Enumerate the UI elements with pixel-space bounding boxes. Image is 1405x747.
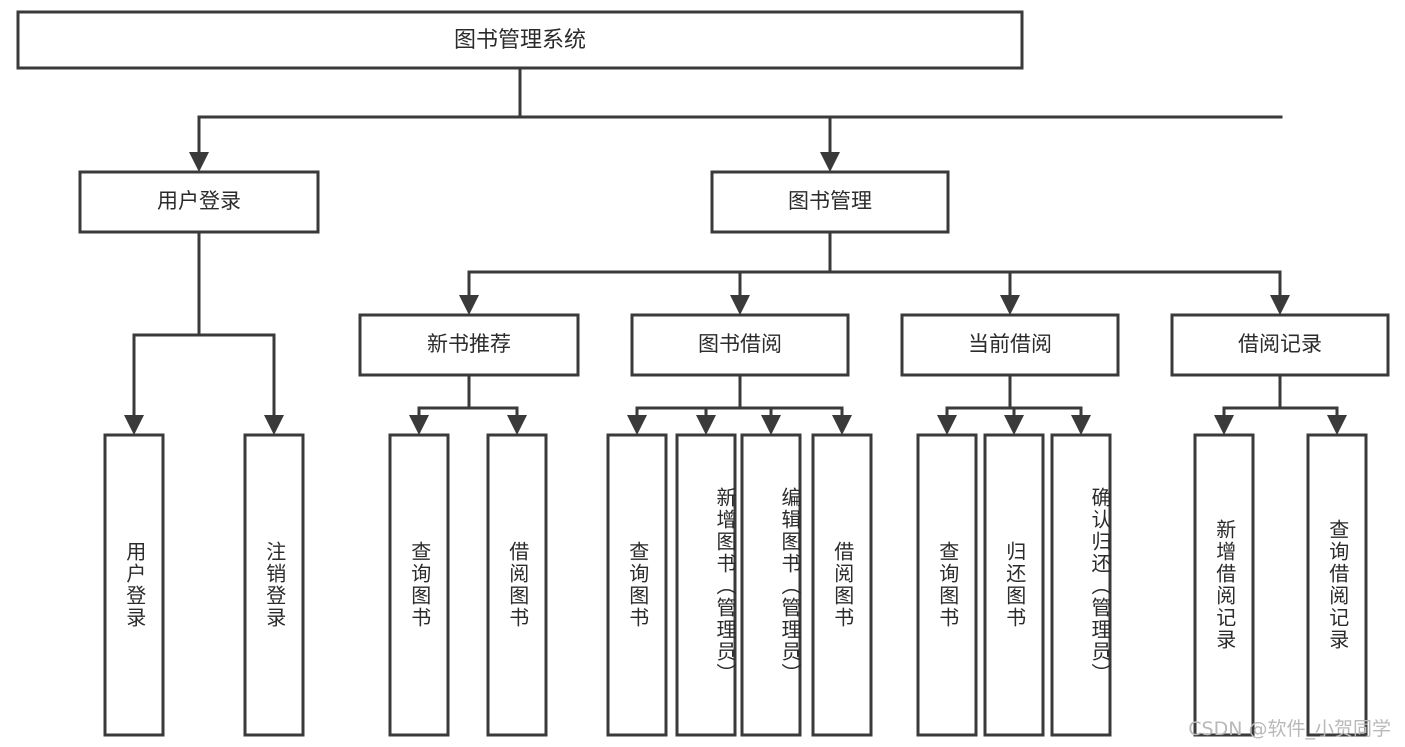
leaf-box-query-book-3[interactable]: [916, 433, 978, 737]
node-borrow-record-label: 借阅记录: [1238, 332, 1322, 356]
node-current-borrow[interactable]: [900, 313, 1120, 377]
connector-root-to-level2: [189, 66, 1283, 172]
node-book-manage-label: 图书管理: [788, 189, 872, 213]
connector-book-borrow-to-leaves: [627, 373, 852, 435]
node-user-login[interactable]: [78, 170, 320, 234]
node-current-borrow-label: 当前借阅: [968, 332, 1052, 356]
node-book-borrow[interactable]: [630, 313, 850, 377]
node-root[interactable]: [16, 10, 1024, 70]
node-book-manage[interactable]: [710, 170, 950, 234]
connector-borrow-record-to-leaves: [1214, 373, 1347, 435]
leaf-box-return-book[interactable]: [983, 433, 1045, 737]
leaf-box-user-login[interactable]: [103, 433, 165, 737]
node-book-borrow-label: 图书借阅: [698, 332, 782, 356]
csdn-watermark: CSDN @软件_小贺同学: [1188, 718, 1391, 740]
leaf-box-logout-login[interactable]: [243, 433, 305, 737]
connector-user-login-to-leaves: [124, 230, 284, 435]
leaf-box-query-record[interactable]: [1306, 433, 1368, 737]
node-root-label: 图书管理系统: [454, 28, 586, 53]
connector-current-borrow-to-leaves: [937, 373, 1091, 435]
leaf-box-borrow-book-2[interactable]: [811, 433, 873, 737]
node-new-book-recommend[interactable]: [358, 313, 580, 377]
leaf-box-query-book-1[interactable]: [388, 433, 450, 737]
connector-book-manage-to-level3: [459, 230, 1290, 315]
node-borrow-record[interactable]: [1170, 313, 1390, 377]
leaf-box-add-record[interactable]: [1193, 433, 1255, 737]
leaf-box-add-book[interactable]: [675, 433, 737, 737]
leaf-box-borrow-book-1[interactable]: [486, 433, 548, 737]
connector-new-book-recommend-to-leaves: [409, 373, 527, 435]
leaf-box-query-book-2[interactable]: [606, 433, 668, 737]
node-user-login-label: 用户登录: [157, 189, 241, 213]
node-new-book-recommend-label: 新书推荐: [427, 332, 511, 356]
leaf-box-edit-book[interactable]: [740, 433, 802, 737]
leaf-box-confirm-return[interactable]: [1050, 433, 1112, 737]
